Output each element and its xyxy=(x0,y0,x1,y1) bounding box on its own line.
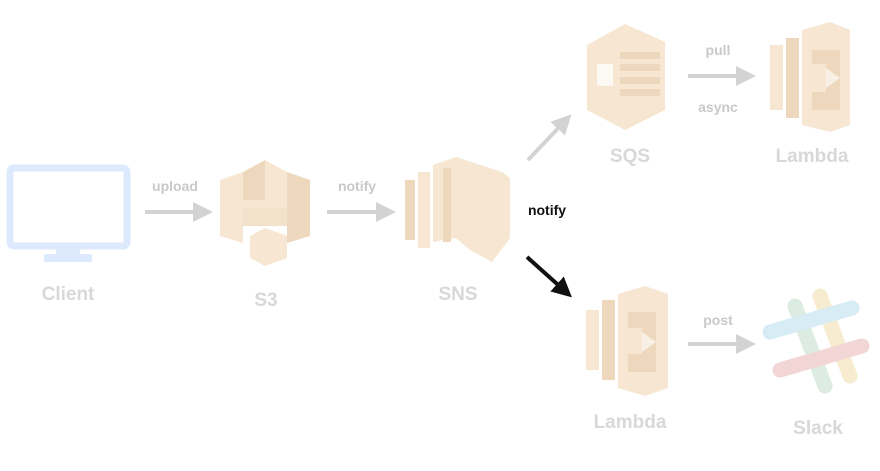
lambda-icon-top xyxy=(770,22,850,132)
sns-icon xyxy=(405,157,510,262)
sqs-icon xyxy=(587,24,665,130)
node-label-sns: SNS xyxy=(438,284,478,305)
edge-label-upload: upload xyxy=(152,178,198,194)
slack-icon xyxy=(762,288,870,394)
edge-label-pull: pull xyxy=(705,42,731,58)
node-label-lambda-bottom: Lambda xyxy=(593,412,667,433)
edge-label-async: async xyxy=(698,99,738,115)
edge-label-notify: notify xyxy=(337,178,377,194)
node-label-client: Client xyxy=(41,284,95,305)
edge-label-notify-highlighted: notify xyxy=(527,202,567,218)
edges xyxy=(145,66,756,354)
edge-label-post: post xyxy=(703,312,733,328)
node-label-slack: Slack xyxy=(793,418,843,439)
node-label-lambda-top: Lambda xyxy=(775,146,849,167)
monitor-icon xyxy=(6,164,131,262)
lambda-icon-bottom xyxy=(586,286,668,396)
node-label-s3: S3 xyxy=(254,290,278,311)
edge-notify-highlighted-arrow xyxy=(525,255,572,298)
edge-sns-sqs-arrow xyxy=(526,114,572,162)
s3-bucket-icon xyxy=(220,160,310,266)
node-label-sqs: SQS xyxy=(609,146,651,167)
